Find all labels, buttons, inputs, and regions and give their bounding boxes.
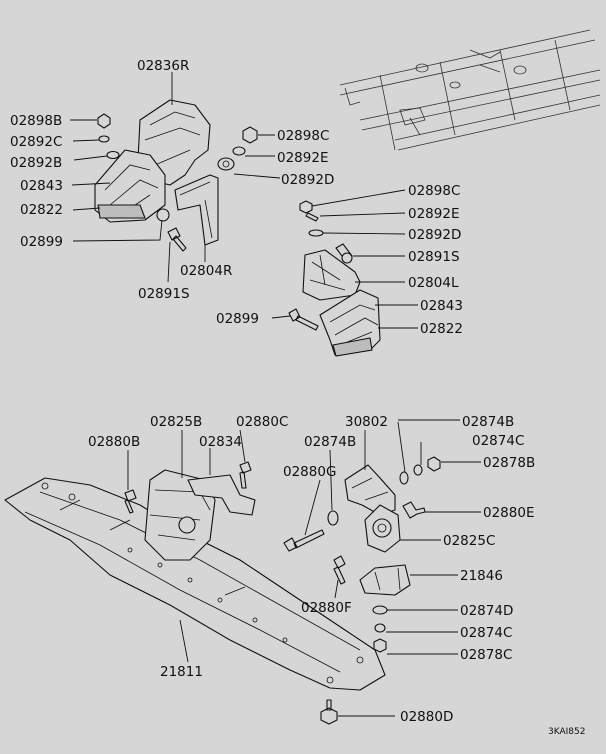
washer-02892B: [106, 150, 120, 160]
bolt-02880G: [283, 529, 325, 552]
label-02822-left: 02822: [20, 202, 63, 218]
label-02874B-lower: 02874B: [304, 434, 356, 450]
bolt-02880E: [402, 501, 426, 519]
top-left-labels: 02836R 02898B 02892C 02892B 02843 02822 …: [10, 58, 334, 302]
bolt-02899-right: [288, 308, 319, 331]
top-right-labels: 02898C 02892E 02892D 02891S 02804L 02843…: [216, 183, 463, 337]
washer-02874B-lower: [327, 510, 339, 526]
label-02874C: 02874C: [472, 433, 524, 449]
label-02899-right: 02899: [216, 311, 259, 327]
label-02880E: 02880E: [483, 505, 534, 521]
bracket-02834: [187, 474, 256, 516]
nut-02878C: [373, 638, 387, 653]
label-02874B-upper: 02874B: [462, 414, 514, 430]
label-02899-left: 02899: [20, 234, 63, 250]
washer-02892C: [98, 135, 110, 143]
label-02822-right: 02822: [420, 321, 463, 337]
nut-02878B: [427, 456, 441, 472]
bolt-02880C: [239, 461, 252, 489]
bottom-labels: 02825B 02880C 02880B 02834 30802 02874B …: [88, 414, 535, 725]
label-02891S-right: 02891S: [408, 249, 460, 265]
washer-02874C: [413, 464, 423, 476]
label-02843-left: 02843: [20, 178, 63, 194]
bottom-leaders: [127, 419, 481, 717]
label-02874C-lower: 02874C: [460, 625, 512, 641]
label-02880G: 02880G: [283, 464, 336, 480]
label-21811: 21811: [160, 664, 203, 680]
nut-02898C-left: [242, 126, 258, 144]
top-left-leaders: [70, 72, 281, 283]
label-02880C: 02880C: [236, 414, 288, 430]
bracket-21846: [359, 564, 411, 596]
label-02898C-left: 02898C: [277, 128, 329, 144]
label-02891S-left: 02891S: [138, 286, 190, 302]
label-02892E-left: 02892E: [277, 150, 328, 166]
bolt-02880B: [124, 489, 137, 514]
label-02880B: 02880B: [88, 434, 140, 450]
nut-02898C-right: [299, 200, 313, 214]
top-right-assembly: [288, 200, 381, 357]
bolt-02891S-left: [167, 227, 187, 252]
label-02874D: 02874D: [460, 603, 513, 619]
label-02836R: 02836R: [137, 58, 189, 74]
crossmember-21811: [4, 477, 386, 691]
washer-02892E-right: [305, 212, 319, 222]
washer-02892D-left: [217, 157, 235, 171]
bottom-assembly: [4, 456, 441, 725]
label-02892C: 02892C: [10, 134, 62, 150]
diagram-code: 3KAI852: [548, 727, 585, 737]
washer-02874C-lower: [374, 623, 386, 633]
washer-02892D-right: [308, 229, 324, 237]
label-02898C-right: 02898C: [408, 183, 460, 199]
washer-02874B: [399, 471, 409, 485]
nut-02899: [156, 208, 170, 222]
label-02878B: 02878B: [483, 455, 535, 471]
label-02892D-right: 02892D: [408, 227, 461, 243]
label-02892D-left: 02892D: [281, 172, 334, 188]
label-02898B: 02898B: [10, 113, 62, 129]
label-02834: 02834: [199, 434, 242, 450]
washer-02874D: [372, 605, 388, 615]
bolt-02880F: [333, 555, 346, 585]
label-02804R: 02804R: [180, 263, 232, 279]
vehicle-frame-sketch: [339, 29, 601, 151]
label-02825B: 02825B: [150, 414, 202, 430]
label-02880D: 02880D: [400, 709, 453, 725]
label-02804L: 02804L: [408, 275, 459, 291]
label-02880F: 02880F: [301, 600, 352, 616]
washer-02892E-left: [232, 146, 246, 156]
label-02843-right: 02843: [420, 298, 463, 314]
top-right-leaders: [271, 189, 418, 329]
label-30802: 30802: [345, 414, 388, 430]
label-02878C: 02878C: [460, 647, 512, 663]
label-02892B: 02892B: [10, 155, 62, 171]
nut-02898B: [97, 113, 111, 129]
label-02892E-right: 02892E: [408, 206, 459, 222]
label-02825C: 02825C: [443, 533, 495, 549]
bracket-30802: [344, 464, 396, 516]
label-21846: 21846: [460, 568, 503, 584]
top-left-assembly: [94, 99, 258, 252]
bolt-02880D: [320, 699, 338, 725]
